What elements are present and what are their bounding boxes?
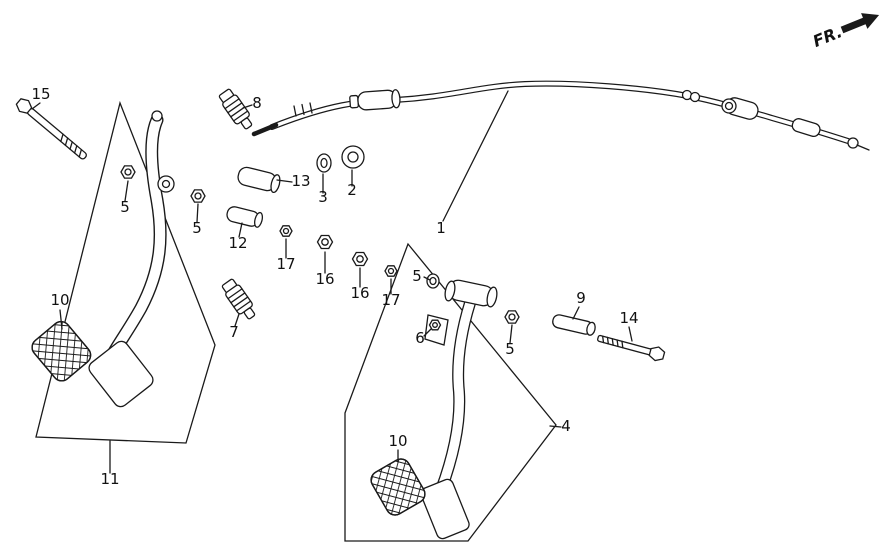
callout-10-a: 10: [50, 291, 69, 309]
callout-1: 1: [436, 219, 446, 237]
bolt-6: [424, 314, 449, 346]
callout-17-a: 17: [276, 255, 295, 273]
callout-11: 11: [100, 470, 119, 488]
callout-13: 13: [291, 172, 310, 190]
bolt-14: [597, 334, 666, 362]
pedal-top-hook: [151, 110, 163, 122]
callout-12: 12: [228, 234, 247, 252]
fr-arrow-icon: [840, 13, 880, 34]
callout-5-b: 5: [192, 219, 202, 237]
clutch-assembly-outline: [344, 242, 557, 542]
callouts: 15 8 13 3 2 1 5 5 12 17 16 16 17 7 10 11…: [31, 85, 638, 488]
callout-5-c: 5: [412, 267, 422, 285]
callout-7: 7: [229, 323, 239, 341]
brake-pedal-arm: [88, 110, 175, 408]
nut-16-a: [316, 234, 334, 250]
nut-5-right-lower: [504, 310, 520, 324]
fr-direction-arrow: FR.: [810, 13, 880, 51]
clutch-pedal-arm: [420, 279, 498, 540]
grommet-2: [341, 145, 365, 169]
callout-5-a: 5: [120, 198, 130, 216]
cable-end-rod: [251, 122, 279, 137]
callout-3: 3: [318, 188, 328, 206]
cable-clamp-ring: [689, 91, 701, 103]
pivot-tube-end: [444, 280, 456, 302]
cable-barrel-fitting: [349, 89, 401, 111]
bushing-5-right-upper: [426, 273, 440, 289]
cable-adjuster: [791, 118, 821, 137]
cable-end-ball: [847, 137, 859, 149]
nut-16-b: [351, 251, 369, 267]
clutch-pedal-plate: [420, 478, 470, 540]
nut-17-b: [384, 265, 398, 277]
cable-thread-ticks: [293, 102, 313, 117]
bolt-15: [15, 98, 87, 160]
nut-17-a: [279, 225, 293, 237]
switch-7: [221, 278, 256, 320]
callout-9: 9: [576, 289, 586, 307]
brake-pedal-pad: [31, 320, 92, 382]
switch-8: [218, 88, 253, 130]
pivot-tube-end: [486, 286, 498, 308]
callout-16-b: 16: [350, 284, 369, 302]
callout-17-b: 17: [381, 291, 400, 309]
clutch-pedal-pad: [370, 458, 426, 516]
callout-6: 6: [415, 329, 425, 347]
callout-10-b: 10: [388, 432, 407, 450]
nut-5-left-upper: [120, 165, 136, 179]
cable-end-tip: [856, 144, 870, 151]
pivot-hole: [161, 179, 171, 189]
fr-label: FR.: [810, 22, 845, 51]
brake-pedal-plate: [88, 340, 154, 408]
callout-8: 8: [252, 94, 262, 112]
callout-2: 2: [347, 181, 357, 199]
callout-15: 15: [31, 85, 50, 103]
nut-5-left-lower: [190, 189, 206, 203]
washer-3: [316, 153, 332, 173]
sleeve-13: [237, 166, 281, 194]
callout-5-d: 5: [505, 340, 515, 358]
cable-grommet-hole: [724, 101, 734, 111]
leader-lines: [31, 90, 633, 474]
clutch-cable: [251, 80, 870, 151]
callout-16-a: 16: [315, 270, 334, 288]
callout-4: 4: [561, 417, 571, 435]
callout-14: 14: [619, 309, 638, 327]
sleeve-12: [226, 206, 264, 228]
